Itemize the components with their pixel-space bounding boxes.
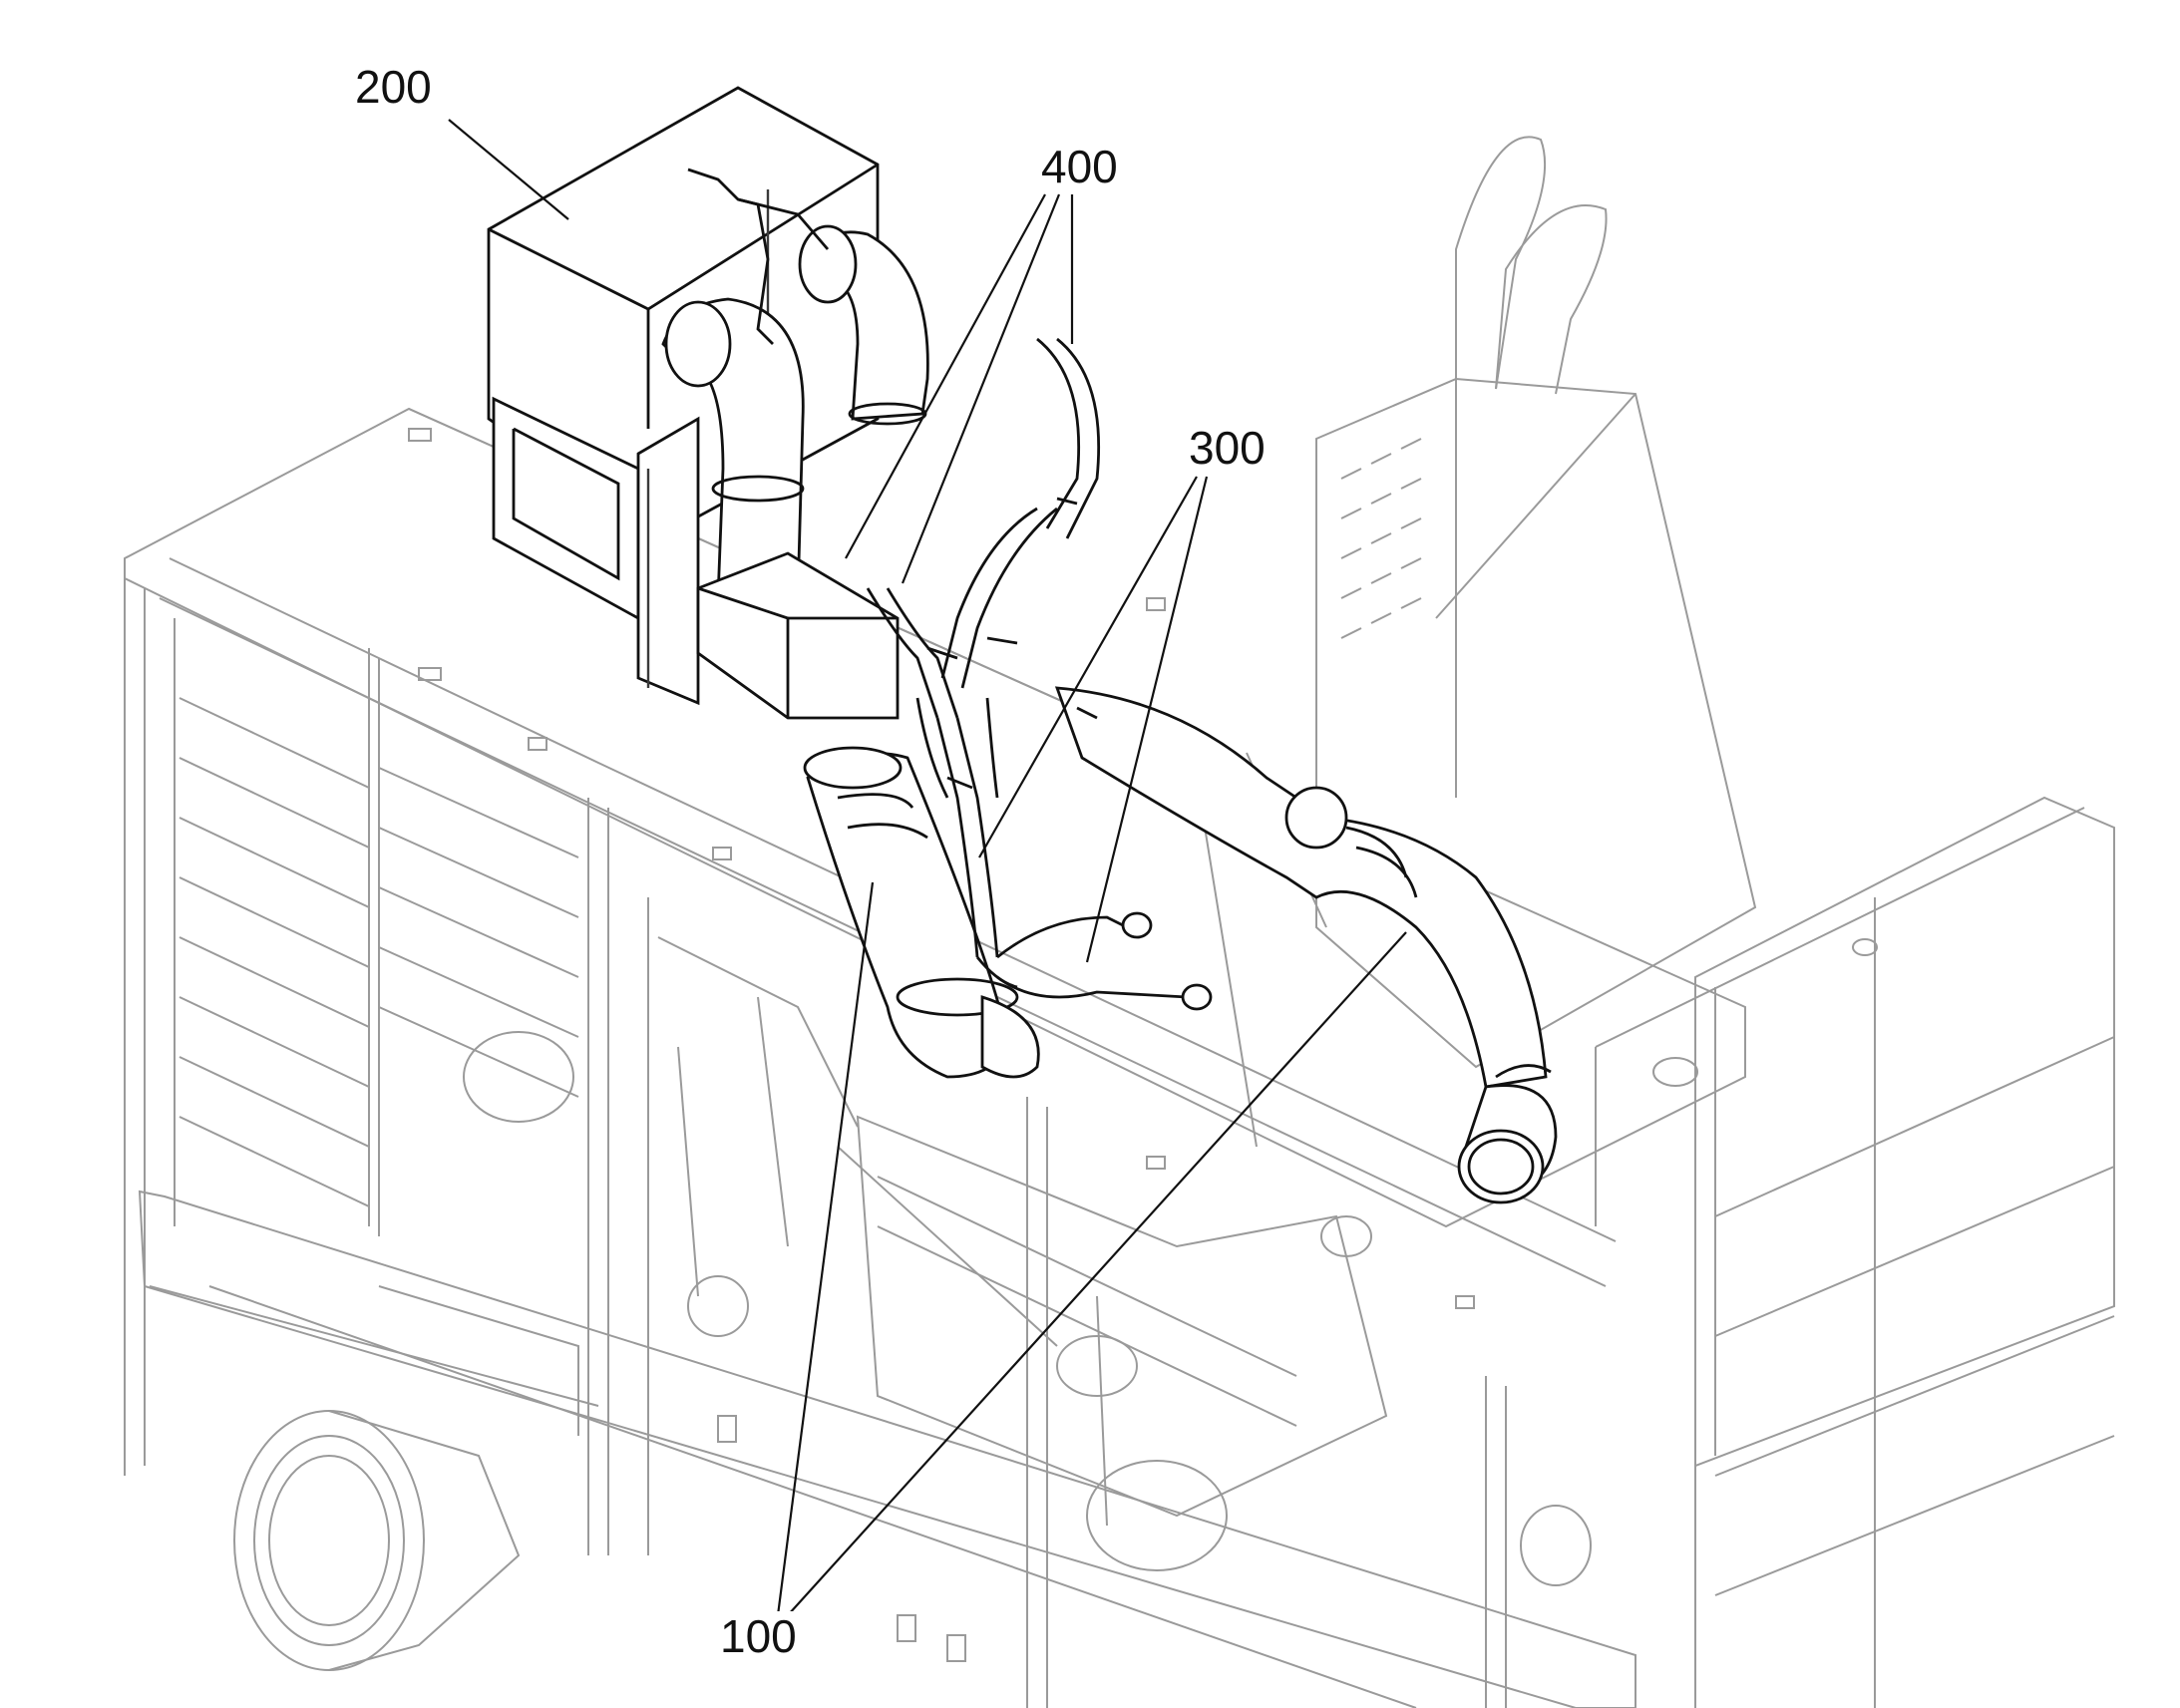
label-300: 300 bbox=[1185, 423, 1270, 473]
leader-400-a bbox=[845, 193, 1046, 559]
engine-block bbox=[463, 936, 1592, 1586]
component-200-box bbox=[487, 86, 929, 720]
right-cabinet bbox=[1595, 796, 2115, 1708]
leader-300-a bbox=[978, 476, 1198, 858]
leader-300-b bbox=[1085, 476, 1209, 963]
vent-tower bbox=[1196, 136, 1757, 1148]
lower-flange bbox=[233, 1410, 521, 1671]
component-100-pipes bbox=[803, 686, 1558, 1204]
hoses bbox=[866, 337, 1213, 1011]
label-100: 100 bbox=[716, 1611, 801, 1661]
label-400: 400 bbox=[1037, 142, 1122, 191]
deck-features bbox=[408, 428, 1475, 1662]
leader-400-b bbox=[901, 193, 1061, 584]
machine-frame bbox=[124, 136, 2115, 1708]
leader-100-a bbox=[776, 881, 875, 1616]
leader-lines bbox=[448, 119, 1407, 1616]
leader-200 bbox=[448, 119, 569, 220]
leader-100-b bbox=[787, 931, 1407, 1616]
label-200: 200 bbox=[351, 62, 436, 112]
vent-holes bbox=[1340, 438, 1422, 639]
left-louvres bbox=[179, 648, 579, 1236]
